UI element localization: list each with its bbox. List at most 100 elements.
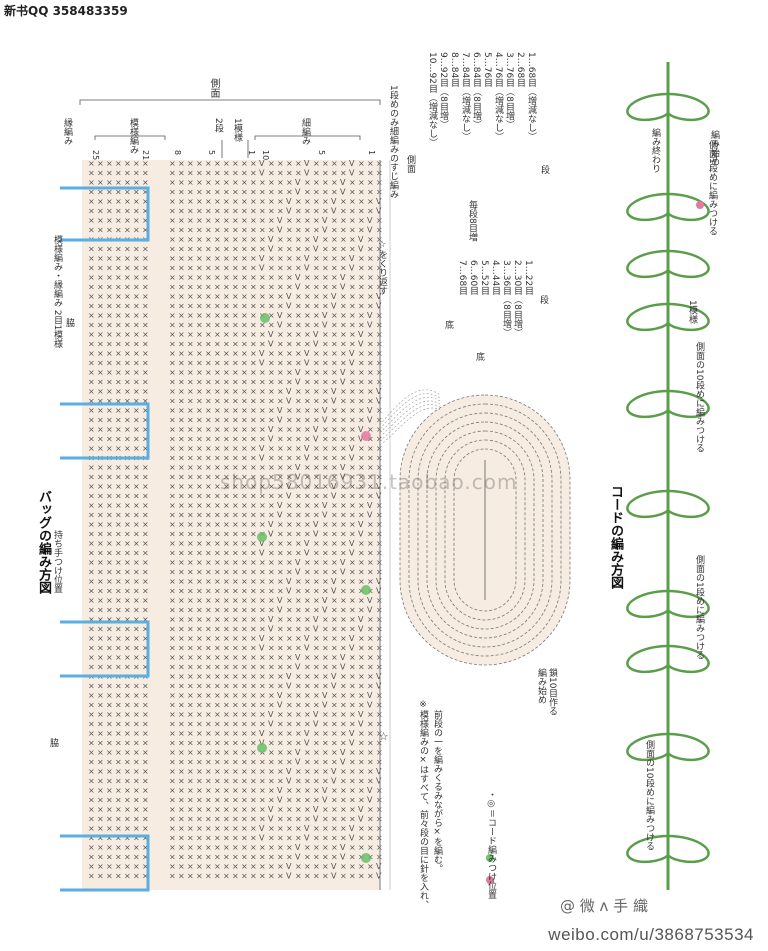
stitch-glyph: × [349,596,356,605]
cord-end-label: 編み終わり [650,128,660,173]
stitch-glyph: × [313,577,320,586]
stitch-glyph: × [169,245,176,254]
stitch-glyph: × [223,568,230,577]
stitch-glyph: × [367,178,374,187]
stitch-glyph: × [115,824,122,833]
stitch-glyph: × [88,805,95,814]
stitch-glyph: × [106,701,113,710]
stitch-glyph: × [295,862,302,871]
stitch-glyph: V [277,321,283,330]
stitch-glyph: × [124,862,131,871]
stitch-glyph: × [187,520,194,529]
stitch-glyph: × [331,444,338,453]
stitch-glyph: × [196,511,203,520]
stitch-glyph: × [250,188,257,197]
stitch-glyph: × [115,273,122,282]
stitch-glyph: × [196,254,203,263]
stitch-glyph: × [241,321,248,330]
stitch-glyph: × [376,378,383,387]
stitch-glyph: × [214,387,221,396]
stitch-glyph: × [124,739,131,748]
stitch-glyph: × [214,226,221,235]
stitch-glyph: × [115,615,122,624]
cord-loop [666,92,710,122]
stitch-glyph: × [106,444,113,453]
stitch-glyph: × [331,739,338,748]
side-row: 6…84目（8目増） [471,52,481,129]
stitch-glyph: × [259,245,266,254]
stitch-glyph: × [367,425,374,434]
stitch-glyph: × [196,273,203,282]
base-ring [426,421,544,639]
stitch-glyph: × [250,748,257,757]
stitch-glyph: × [223,549,230,558]
stitch-glyph: × [133,710,140,719]
stitch-glyph: × [277,454,284,463]
stitch-glyph: × [322,815,329,824]
stitch-glyph: × [241,501,248,510]
stitch-glyph: × [214,188,221,197]
stitch-glyph: × [97,444,104,453]
stitch-glyph: × [268,387,275,396]
stitch-glyph: × [142,197,149,206]
stitch-glyph: × [124,330,131,339]
stitch-glyph: V [295,188,301,197]
stitch-glyph: × [322,824,329,833]
stitch-glyph: × [97,273,104,282]
stitch-glyph: × [187,777,194,786]
stitch-glyph: × [223,178,230,187]
stitch-glyph: V [349,454,355,463]
stitch-glyph: × [97,767,104,776]
stitch-glyph: × [178,672,185,681]
stitch-glyph: V [340,463,346,472]
stitch-glyph: V [376,587,382,596]
stitch-glyph: × [232,539,239,548]
stitch-glyph: V [367,226,373,235]
base-link [379,397,441,434]
bottom-table-note: 毎段8目増 [467,200,477,242]
stitch-glyph: × [223,862,230,871]
stitch-glyph: × [124,416,131,425]
stitch-glyph: × [232,672,239,681]
stitch-glyph: V [268,425,274,434]
stitch-glyph: × [232,577,239,586]
stitch-glyph: × [277,625,284,634]
stitch-glyph: × [250,273,257,282]
stitch-glyph: × [196,416,203,425]
stitch-glyph: × [133,435,140,444]
stitch-glyph: × [358,796,365,805]
stitch-glyph: × [196,853,203,862]
stitch-glyph: × [133,587,140,596]
stitch-glyph: V [349,254,355,263]
stitch-glyph: × [187,796,194,805]
stitch-glyph: × [214,549,221,558]
stitch-glyph: × [196,625,203,634]
stitch-glyph: × [97,872,104,881]
stitch-glyph: × [223,406,230,415]
stitch-glyph: × [133,321,140,330]
stitch-glyph: × [367,387,374,396]
stitch-glyph: × [313,349,320,358]
stitch-glyph: × [142,216,149,225]
stitch-glyph: × [178,653,185,662]
stitch-glyph: × [304,682,311,691]
stitch-glyph: × [196,634,203,643]
stitch-glyph: × [250,672,257,681]
stitch-glyph: V [376,207,382,216]
stitch-glyph: × [106,511,113,520]
stitch-glyph: × [313,226,320,235]
stitch-glyph: × [142,758,149,767]
stitch-glyph: × [88,815,95,824]
stitch-glyph: × [277,473,284,482]
stitch-glyph: × [214,197,221,206]
stitch-glyph: × [223,672,230,681]
stitch-glyph: × [214,178,221,187]
stitch-glyph: × [223,644,230,653]
stitch-glyph: × [187,824,194,833]
stitch-glyph: × [133,549,140,558]
stitch-glyph: × [133,530,140,539]
stitch-glyph: × [295,729,302,738]
stitch-glyph: × [178,349,185,358]
stitch-glyph: × [367,340,374,349]
stitch-glyph: × [286,368,293,377]
